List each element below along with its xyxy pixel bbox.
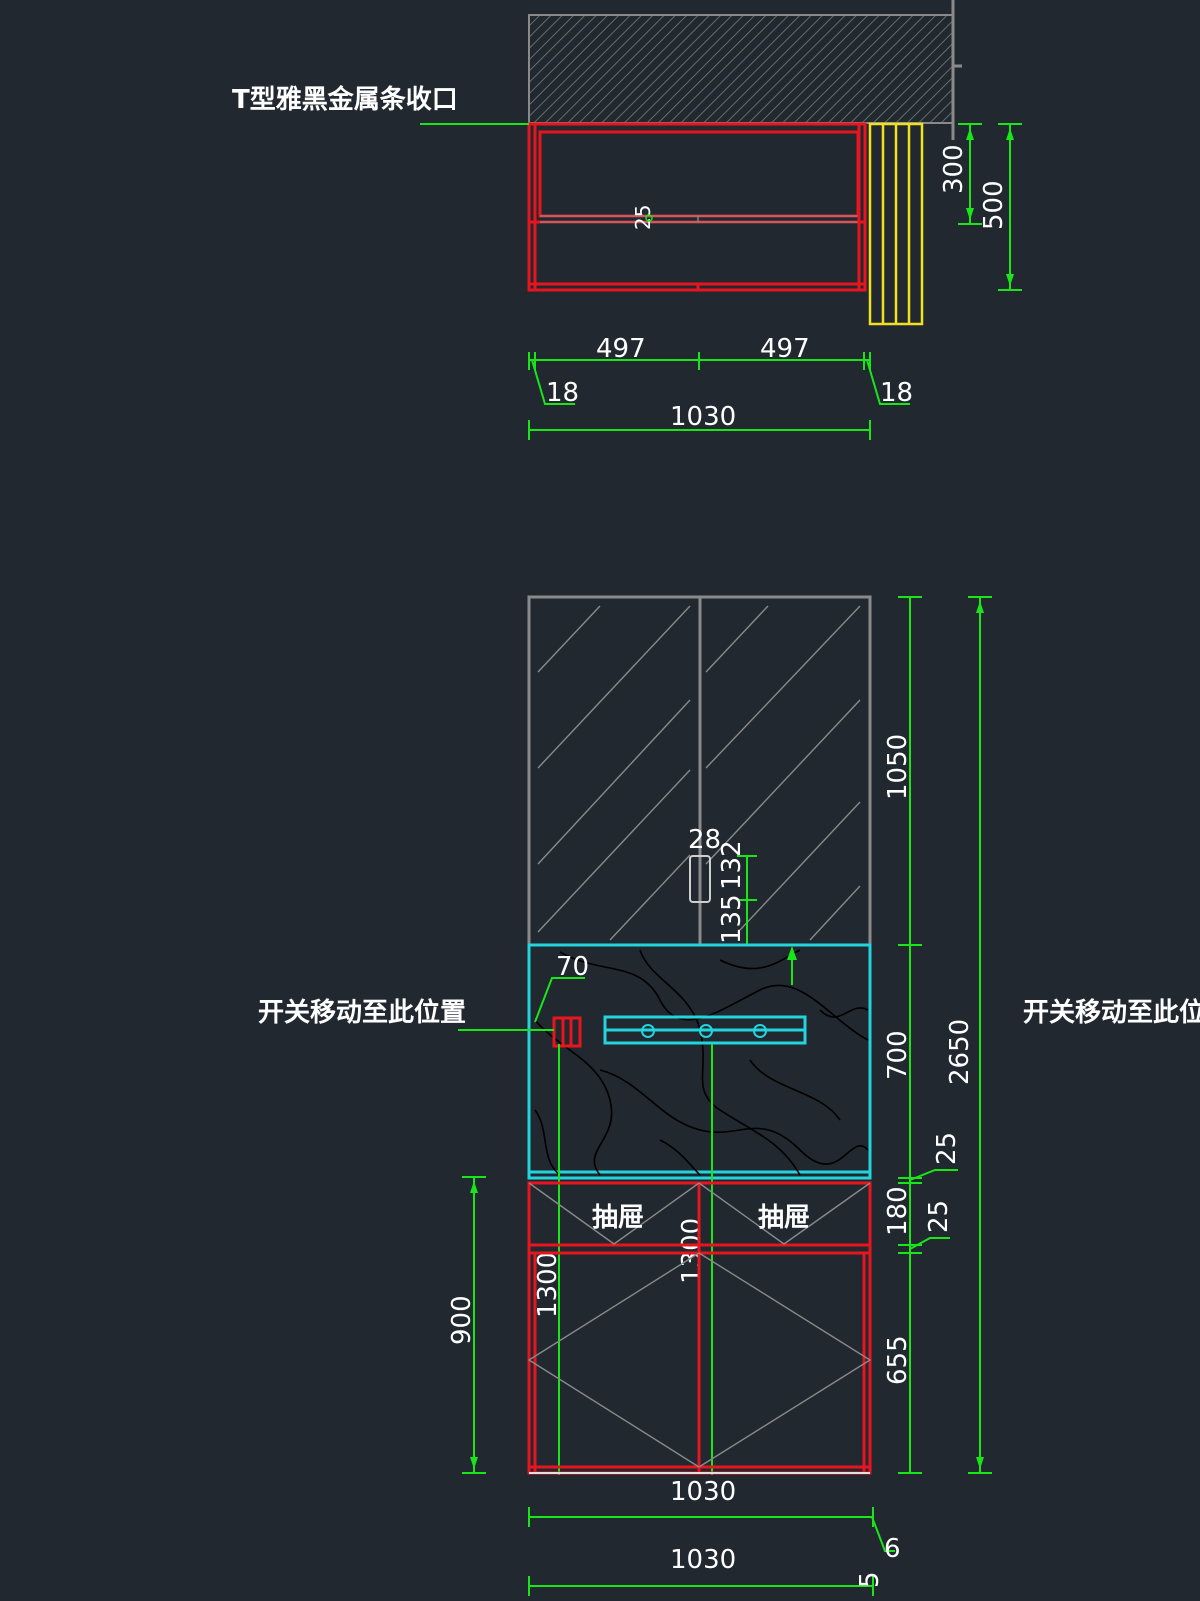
elev-dim-900: 900 bbox=[447, 1295, 477, 1345]
plan-dim-18-left: 18 bbox=[546, 378, 579, 408]
elev-dim-1030-inner: 1030 bbox=[670, 1477, 736, 1507]
plan-dim-500: 500 bbox=[979, 180, 1009, 230]
plan-cabinet bbox=[527, 122, 867, 292]
plan-dim-1030: 1030 bbox=[670, 402, 736, 432]
door-open-lines bbox=[527, 1182, 872, 1468]
elevation-view: 28 132 135 bbox=[258, 595, 1200, 1596]
door-handle bbox=[689, 855, 711, 903]
elev-dim-1050: 1050 bbox=[883, 734, 913, 800]
elev-dim-180: 180 bbox=[883, 1186, 913, 1236]
elev-dim-70: 70 bbox=[556, 952, 589, 982]
elev-dim-28: 28 bbox=[688, 825, 721, 855]
plan-dim-497-right: 497 bbox=[760, 334, 810, 364]
plan-dim-18-right: 18 bbox=[880, 378, 913, 408]
elev-dim-135: 135 bbox=[717, 894, 747, 944]
elev-dim-1300-b: 1300 bbox=[677, 1218, 707, 1284]
elev-dim-655: 655 bbox=[883, 1335, 913, 1385]
wall-hatch bbox=[528, 14, 954, 124]
plan-dim-300: 300 bbox=[939, 144, 969, 194]
switch-box bbox=[552, 1016, 582, 1048]
metal-strip-label: T型雅黑金属条收口 bbox=[232, 84, 458, 115]
switch-label-left: 开关移动至此位置 bbox=[258, 997, 466, 1028]
drawer-label-left: 抽屉 bbox=[592, 1203, 644, 1233]
elev-dim-700: 700 bbox=[883, 1030, 913, 1080]
switch-label-right: 开关移动至此位置 bbox=[1023, 997, 1200, 1028]
elev-dim-1300-a: 1300 bbox=[533, 1252, 563, 1318]
elev-dim-2650: 2650 bbox=[945, 1019, 975, 1085]
marble-niche bbox=[527, 943, 872, 1180]
elev-dim-132: 132 bbox=[717, 840, 747, 890]
elev-dim-5: 5 bbox=[855, 1571, 885, 1588]
glass-reflection-lines bbox=[537, 605, 861, 941]
elev-dim-25-b: 25 bbox=[924, 1200, 954, 1233]
elev-dim-6: 6 bbox=[884, 1534, 901, 1564]
marble-veins bbox=[534, 949, 869, 1176]
plan-view: T型雅黑金属条收口 25 300 500 497 497 18 18 bbox=[232, 0, 1022, 440]
elev-dim-1030-bottom: 1030 bbox=[670, 1545, 736, 1575]
plan-dim-25: 25 bbox=[631, 205, 655, 230]
drawer-label-right: 抽屉 bbox=[758, 1203, 810, 1233]
elev-dim-25-a: 25 bbox=[932, 1132, 962, 1165]
plan-dim-497-left: 497 bbox=[596, 334, 646, 364]
